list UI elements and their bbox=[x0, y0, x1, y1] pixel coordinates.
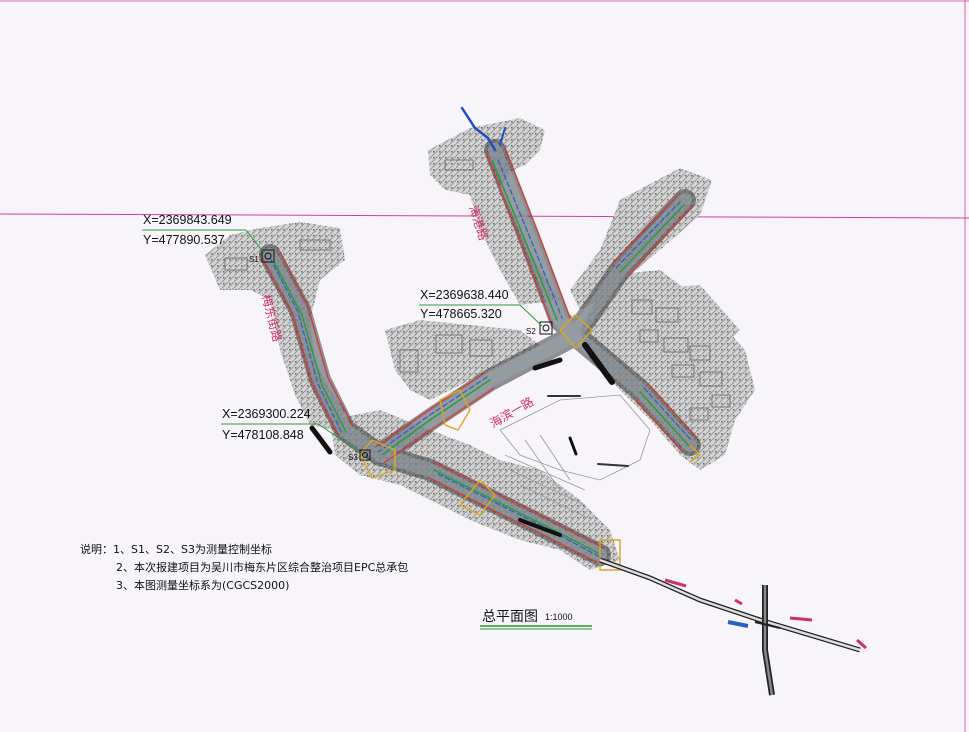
station-label-s2: S2 bbox=[526, 327, 536, 336]
coord-y-s2: Y=478665.320 bbox=[420, 307, 502, 321]
coordinate-callout-s1: X=2369843.649 Y=477890.537 bbox=[142, 213, 265, 254]
drawing-title: 总平面图 1:1000 bbox=[480, 609, 592, 630]
road-network bbox=[259, 106, 701, 571]
station-label-s1: S1 bbox=[249, 255, 259, 264]
open-land bbox=[499, 394, 651, 519]
road-extension-southeast bbox=[599, 557, 867, 696]
coord-x-s3: X=2369300.224 bbox=[222, 407, 311, 421]
title-scale: 1:1000 bbox=[545, 612, 573, 622]
coord-y-s3: Y=478108.848 bbox=[222, 428, 304, 442]
survey-station-s1: S1 bbox=[249, 249, 275, 264]
station-label-s3: S3 bbox=[348, 453, 358, 462]
road-label-center: 海滨一路 bbox=[487, 394, 536, 431]
note-line-2: 2、本次报建项目为吴川市梅东片区综合整治项目EPC总承包 bbox=[116, 560, 408, 574]
coordinate-callout-s3: X=2369300.224 Y=478108.848 bbox=[221, 407, 361, 453]
building-grid bbox=[224, 159, 731, 421]
survey-station-s2: S2 bbox=[526, 321, 553, 336]
coord-x-s1: X=2369843.649 bbox=[143, 213, 232, 227]
coord-y-s1: Y=477890.537 bbox=[143, 233, 225, 247]
note-line-1: 说明：1、S1、S2、S3为测量控制坐标 bbox=[80, 542, 272, 556]
notes-block: 说明：1、S1、S2、S3为测量控制坐标 2、本次报建项目为吴川市梅东片区综合整… bbox=[80, 542, 408, 592]
title-main: 总平面图 bbox=[482, 609, 538, 625]
coordinate-callout-s2: X=2369638.440 Y=478665.320 bbox=[419, 288, 543, 327]
survey-station-s3: S3 bbox=[348, 449, 371, 462]
note-line-3: 3、本图测量坐标系为(CGCS2000) bbox=[116, 578, 289, 592]
coord-x-s2: X=2369638.440 bbox=[420, 288, 509, 302]
